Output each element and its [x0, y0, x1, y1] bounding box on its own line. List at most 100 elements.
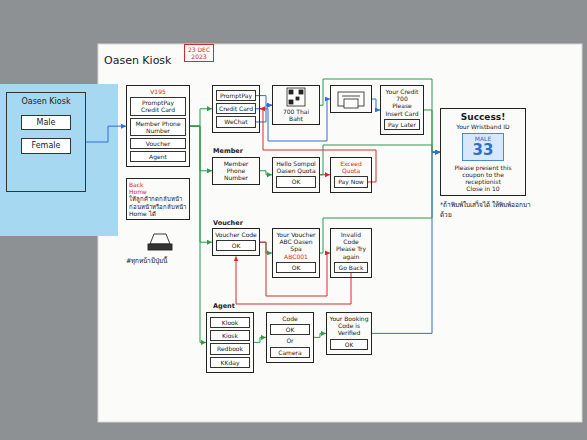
node-text: Phone Number — [215, 167, 257, 181]
node-text: Your Wristband ID — [444, 123, 522, 130]
flow-arrow — [260, 171, 272, 175]
qr-mark — [299, 90, 303, 94]
node-text: Agent — [132, 153, 184, 160]
node-text: Oasen Quota — [275, 167, 317, 174]
button-box: Pay Later — [384, 119, 420, 130]
flow-arrow — [86, 126, 126, 142]
button-box: Voucher — [130, 138, 186, 149]
flow-arrow — [256, 105, 272, 122]
screen-box: Your Booking Code is VerifiedOK — [326, 312, 372, 355]
node-text: Invalid Code — [333, 231, 369, 245]
screen-box: CodeOK OrCamera — [266, 312, 314, 363]
wristband-box: MALE33 — [462, 133, 504, 161]
payment-screen: PromptPayCredit CardWeChat — [212, 85, 260, 133]
flow-arrow — [190, 126, 206, 342]
button-box: Agent — [130, 151, 186, 162]
qr-icon — [287, 88, 305, 106]
button-box: PromptPay — [216, 90, 256, 101]
button-box: Klook — [210, 317, 250, 328]
agent-screen: KlookKioskRedbookKKday — [206, 312, 254, 373]
card-shape — [344, 99, 358, 108]
button-box: Camera — [270, 347, 310, 358]
paper-sheet — [98, 44, 582, 422]
page-title: Oasen Kiosk — [104, 54, 171, 67]
screen-box: Voucher CodeOK — [212, 228, 260, 256]
flow-arrow — [320, 79, 440, 152]
screen-box: Hello SompolOasen QuotaOK — [272, 157, 320, 193]
kiosk-base — [148, 244, 172, 250]
node-text: MALE — [464, 135, 502, 142]
button-box: KKday — [210, 357, 250, 368]
node-text: Home — [129, 188, 187, 195]
flow-arrow — [260, 109, 376, 182]
node-text: Please present this coupon to the recept… — [444, 164, 522, 186]
button-box: Go Back — [334, 262, 368, 273]
flow-arrow — [372, 152, 440, 333]
node-text: Kiosk — [212, 332, 248, 339]
note-text: #ทุกหน้ามีปุ่มนี้ — [126, 256, 196, 266]
screen-box: Your Credit700Please Insert CardPay Late… — [380, 85, 424, 135]
flow-arrow — [190, 126, 212, 242]
qr-mark — [289, 100, 293, 104]
kiosk-start-screen: Oasen KioskMaleFemale — [6, 92, 86, 192]
node-text: Please Try again — [333, 245, 369, 259]
node-text: Male — [24, 118, 68, 128]
node-text: Code — [269, 315, 311, 322]
screen-box: MemberPhone Number — [212, 157, 260, 185]
node-text: OK — [272, 326, 308, 333]
node-text: Redbook — [212, 345, 248, 352]
node-text: OK — [278, 178, 314, 185]
row-label: Member — [213, 147, 243, 155]
node-text: Klook — [212, 319, 248, 326]
node-text: Your Voucher — [275, 231, 317, 238]
node-text: PromptPay Credit Card — [132, 99, 184, 113]
node-text: 700 — [383, 95, 421, 102]
flow-arrow — [314, 333, 326, 337]
flow-arrow — [256, 96, 272, 106]
node-text: ให้ลูกค้ากดกลับหน้าก่อนหน้าหรือกลับหน้า … — [129, 195, 187, 217]
node-text: Close in 10 — [444, 185, 522, 192]
node-text: Credit Card — [218, 105, 254, 112]
flow-arrow — [372, 99, 380, 110]
button-box: PromptPay Credit Card — [130, 97, 186, 115]
flow-arrow — [256, 99, 330, 141]
note-text: *ถ้าพิมพ์ใบเสร็จได้ ให้พิมพ์ออกมาด้วย — [440, 200, 532, 220]
button-box: OK — [276, 262, 316, 273]
node-text: ABC Oasen Spa — [275, 238, 317, 252]
button-box: Redbook — [210, 343, 250, 354]
row-label: Voucher — [213, 219, 243, 227]
node-text: Hello Sompol — [275, 160, 317, 167]
date-stamp: 23 DEC 2023 — [184, 44, 214, 62]
node-text: Back — [129, 181, 187, 188]
node-text: Pay Now — [336, 178, 366, 185]
row-label: Agent — [213, 302, 235, 310]
kiosk-top — [150, 234, 170, 244]
card-reader-icon — [338, 92, 364, 108]
sticky-note — [0, 84, 118, 236]
screen-box: Your VoucherABC Oasen SpaABC001OK — [272, 228, 320, 278]
reader-slot — [342, 96, 360, 97]
qr-screen: 700 Thai Baht — [272, 85, 320, 125]
flow-arrow — [320, 145, 440, 175]
node-text: ABC001 — [275, 253, 317, 260]
node-text: Pay Later — [386, 121, 418, 128]
button-box: OK — [276, 176, 316, 187]
node-text: 700 Thai Baht — [275, 108, 317, 122]
node-text: WeChat — [218, 118, 254, 125]
node-text: Voucher Code — [215, 231, 257, 238]
node-text: Your Credit — [383, 88, 421, 95]
flow-arrow — [320, 152, 440, 253]
node-text: Oasen Kiosk — [11, 97, 81, 107]
button-box: OK — [216, 240, 256, 251]
node-text: Member Phone Number — [132, 120, 184, 134]
button-box: WeChat — [216, 116, 256, 127]
flow-arrow — [254, 337, 266, 342]
node-text: Voucher — [132, 140, 184, 147]
screen-box: Exceed QuotaPay Now — [330, 157, 372, 193]
node-text: Or — [269, 337, 311, 344]
node-text: Please Insert Card — [383, 102, 421, 116]
button-box: Male — [21, 115, 71, 131]
